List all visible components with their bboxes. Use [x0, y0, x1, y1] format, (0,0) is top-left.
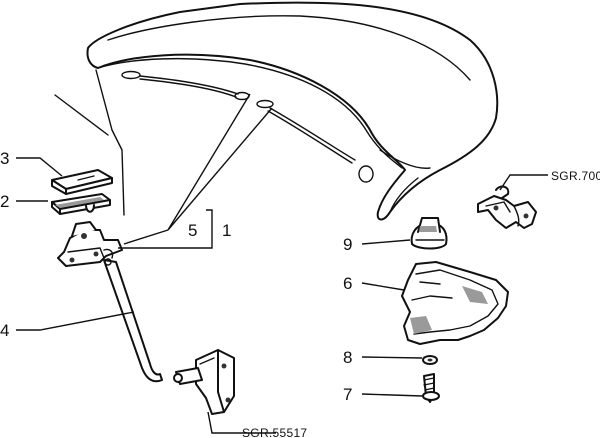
part-2-bracket-plate	[51, 193, 111, 215]
part-9-clip	[410, 217, 448, 250]
bracket-1	[118, 209, 213, 249]
part-5-hinge-bracket	[57, 221, 123, 267]
cover-outline-line	[54, 94, 109, 136]
striker-bracket-sgr55517	[173, 349, 235, 415]
leader-7	[361, 393, 423, 397]
leader-9	[361, 239, 411, 245]
part-4-rod	[103, 258, 163, 383]
leader-sgr55517	[207, 411, 276, 434]
callout-6: 6	[343, 274, 352, 293]
callout-2: 2	[0, 192, 9, 211]
part-6-cover-tray	[401, 261, 509, 345]
callout-4: 4	[0, 321, 9, 340]
callout-8: 8	[343, 348, 352, 367]
leader-5a	[123, 229, 169, 245]
hinge-sgr70004	[477, 185, 537, 229]
leader-6	[361, 282, 405, 291]
reference-sgr55517: SGR.55517	[242, 426, 307, 438]
part-3-plate	[51, 169, 113, 195]
callout-7: 7	[343, 385, 352, 404]
leader-5b	[167, 93, 251, 231]
part-7-screw	[422, 373, 440, 403]
part-8-washer	[422, 355, 438, 365]
leader-3	[16, 157, 63, 177]
leader-8	[361, 356, 423, 359]
tonneau-cover-panel	[86, 1, 499, 221]
callout-3: 3	[0, 149, 9, 168]
cover-outline-line	[95, 69, 125, 216]
leader-5c	[167, 107, 273, 231]
check-cable-lower	[256, 99, 374, 183]
leader-sgr70004	[499, 174, 548, 191]
check-cable-upper	[121, 70, 250, 101]
reference-sgr70004: SGR.70004	[551, 169, 600, 183]
callout-5: 5	[188, 221, 197, 240]
callout-9: 9	[343, 235, 352, 254]
leader-lines	[16, 93, 548, 434]
leader-4	[16, 311, 135, 331]
callout-1: 1	[222, 221, 231, 240]
